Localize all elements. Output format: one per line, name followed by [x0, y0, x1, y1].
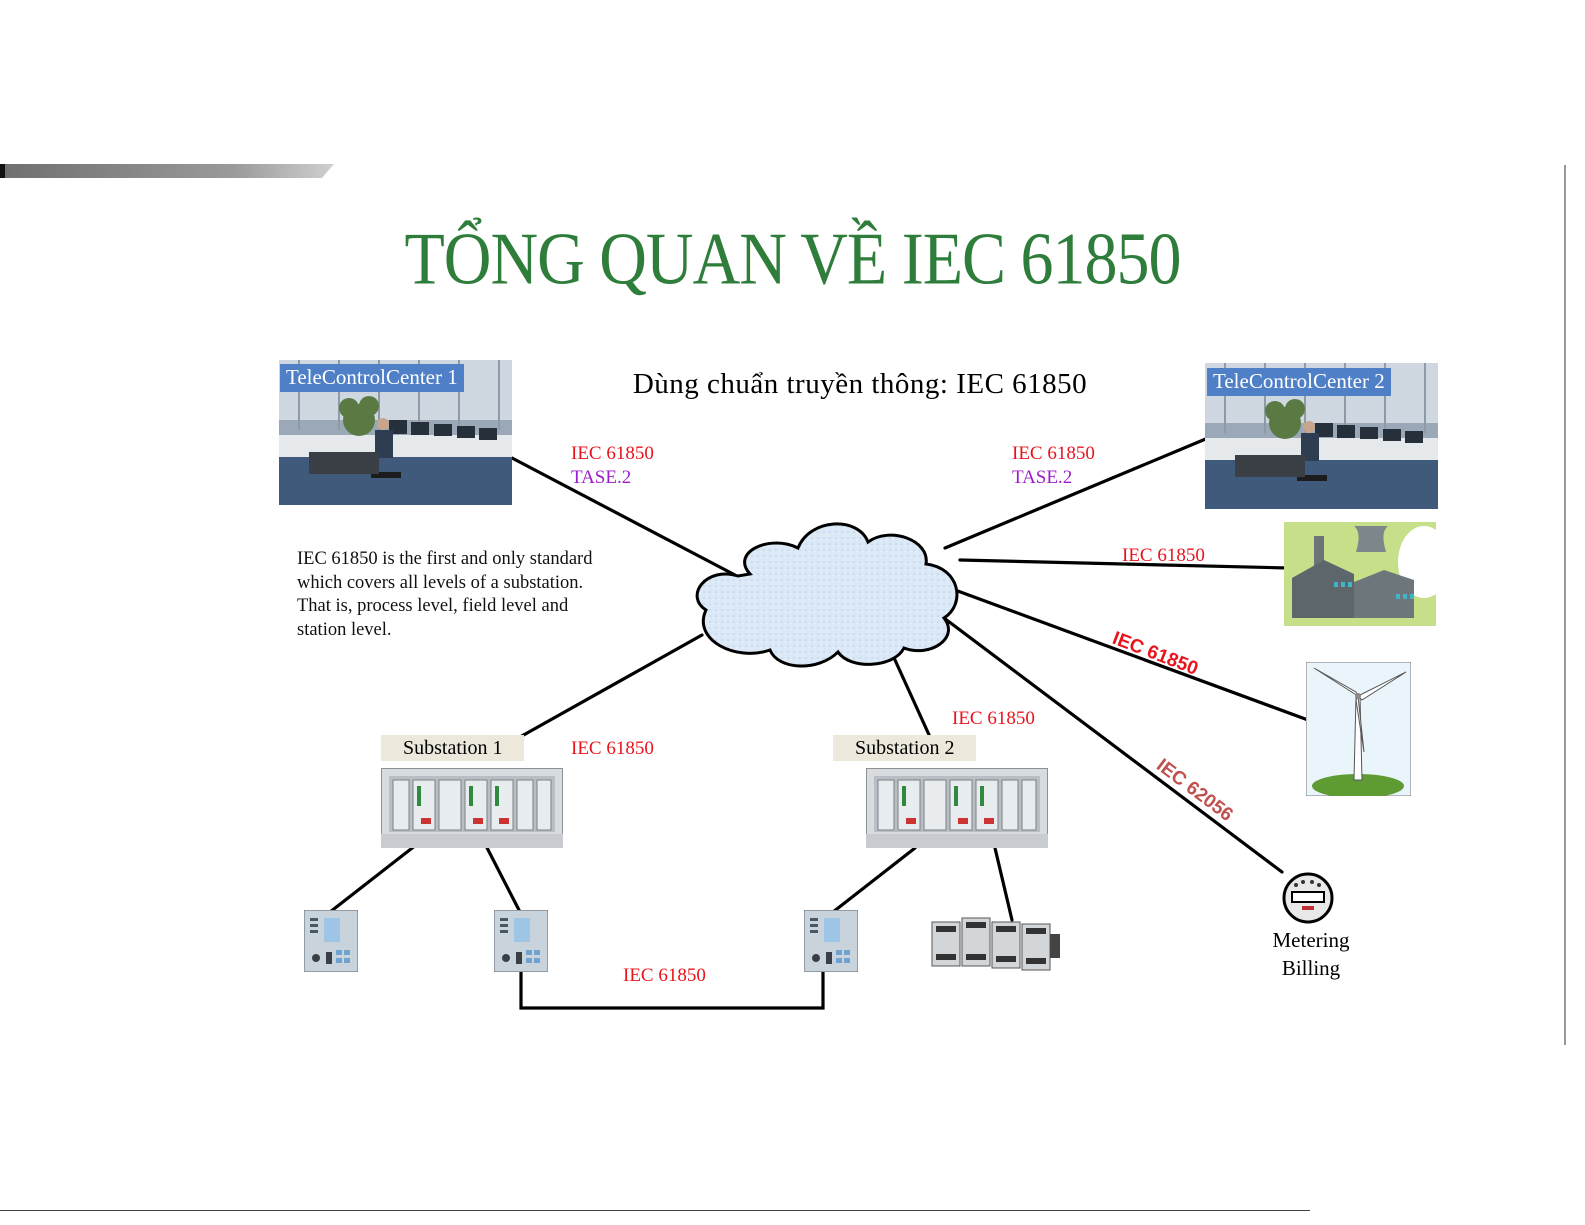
link-wind: [953, 588, 1310, 722]
link-substation2: [893, 658, 932, 739]
substation1-label: Substation 1: [381, 735, 525, 761]
link-plant: [958, 558, 1290, 570]
ied-device-1-icon: [304, 910, 358, 972]
substation1-rack-icon: [381, 768, 563, 848]
substation2-rack-icon: [866, 768, 1048, 848]
link-s2-ied3: [831, 846, 917, 914]
link-tcc1: [510, 456, 737, 577]
bay-link-protocol-label: IEC 61850: [623, 965, 706, 986]
description-line: station level.: [297, 619, 392, 640]
link-s1-ied2: [480, 836, 522, 914]
ied-device-2-icon: [494, 910, 548, 972]
substation1-protocol-label: IEC 61850: [571, 738, 654, 759]
tcc2-label: TeleControlCenter 2: [1207, 368, 1391, 396]
metering-billing-label: Metering Billing: [1245, 926, 1377, 982]
billing-label: Billing: [1281, 956, 1341, 980]
energy-meter-icon: [1282, 872, 1334, 924]
power-plant-icon: [1284, 522, 1436, 626]
metering-label: Metering: [1272, 928, 1350, 952]
link-s2-io: [993, 846, 1014, 922]
wind-turbine-icon: [1306, 662, 1411, 796]
link-s1-ied1: [328, 836, 427, 914]
ied-device-3-icon: [804, 910, 858, 972]
page-title: TỔNG QUAN VỀ IEC 61850: [404, 218, 1181, 301]
tcc1-protocol-label: IEC 61850: [571, 443, 654, 464]
tcc2-tase-label: TASE.2: [1012, 467, 1073, 488]
link-substation1: [518, 633, 704, 739]
link-metering: [938, 613, 1284, 874]
footer-rule: [0, 1210, 1310, 1211]
link-tcc2: [943, 436, 1210, 550]
header-bar: [0, 164, 334, 178]
substation2-protocol-label: IEC 61850: [952, 708, 1035, 729]
description-line: IEC 61850 is the first and only standard: [297, 549, 593, 569]
tcc1-label: TeleControlCenter 1: [280, 364, 464, 392]
tcc2-protocol-label: IEC 61850: [1012, 443, 1095, 464]
io-module-icon: [931, 917, 1060, 971]
subtitle: Dùng chuẩn truyền thông: IEC 61850: [632, 368, 1088, 400]
right-edge-rule: [1564, 165, 1566, 1045]
tcc1-tase-label: TASE.2: [571, 467, 632, 488]
description-line: which covers all levels of a substation.: [297, 572, 584, 593]
network-cloud-icon: [695, 522, 959, 668]
plant-protocol-label: IEC 61850: [1122, 545, 1205, 566]
description: IEC 61850 is the first and only standard…: [297, 548, 677, 642]
description-line: That is, process level, field level and: [297, 596, 569, 616]
substation2-label: Substation 2: [833, 735, 977, 761]
link-bay: [519, 970, 825, 1010]
